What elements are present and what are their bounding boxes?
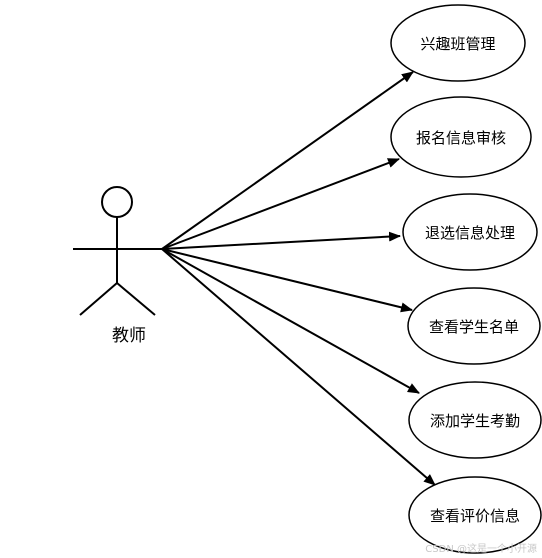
use-case-label: 退选信息处理 — [425, 224, 515, 242]
use-case-3: 退选信息处理 — [402, 193, 538, 271]
association-line-1 — [161, 71, 414, 250]
use-case-label: 添加学生考勤 — [430, 412, 520, 430]
use-case-6: 查看评价信息 — [408, 476, 542, 554]
watermark: CSDN @这是一个小开源 — [425, 542, 537, 555]
use-case-4: 查看学生名单 — [407, 287, 541, 365]
actor-head — [101, 186, 133, 218]
actor-teacher: 教师 — [73, 186, 162, 346]
use-case-ellipse — [408, 381, 542, 459]
use-case-label: 报名信息审核 — [416, 129, 506, 147]
use-case-label: 查看评价信息 — [430, 507, 520, 525]
association-line-2 — [161, 158, 400, 250]
actor-label: 教师 — [112, 326, 146, 346]
association-line-3 — [161, 231, 401, 250]
actor-left-leg — [79, 282, 118, 316]
use-case-label: 兴趣班管理 — [420, 35, 495, 53]
association-line-5 — [161, 248, 420, 394]
use-case-ellipse — [408, 476, 542, 554]
use-case-5: 添加学生考勤 — [408, 381, 542, 459]
use-case-2: 报名信息审核 — [390, 96, 532, 178]
use-case-ellipse — [407, 287, 541, 365]
actor-right-leg — [116, 282, 156, 316]
use-case-ellipse — [402, 193, 538, 271]
use-case-ellipse — [390, 96, 532, 178]
association-line-6 — [161, 248, 436, 486]
association-line-4 — [161, 248, 413, 313]
associations — [161, 71, 436, 486]
use-case-1: 兴趣班管理 — [390, 4, 526, 82]
use-case-label: 查看学生名单 — [429, 318, 519, 336]
use-case-ellipse — [390, 4, 526, 82]
